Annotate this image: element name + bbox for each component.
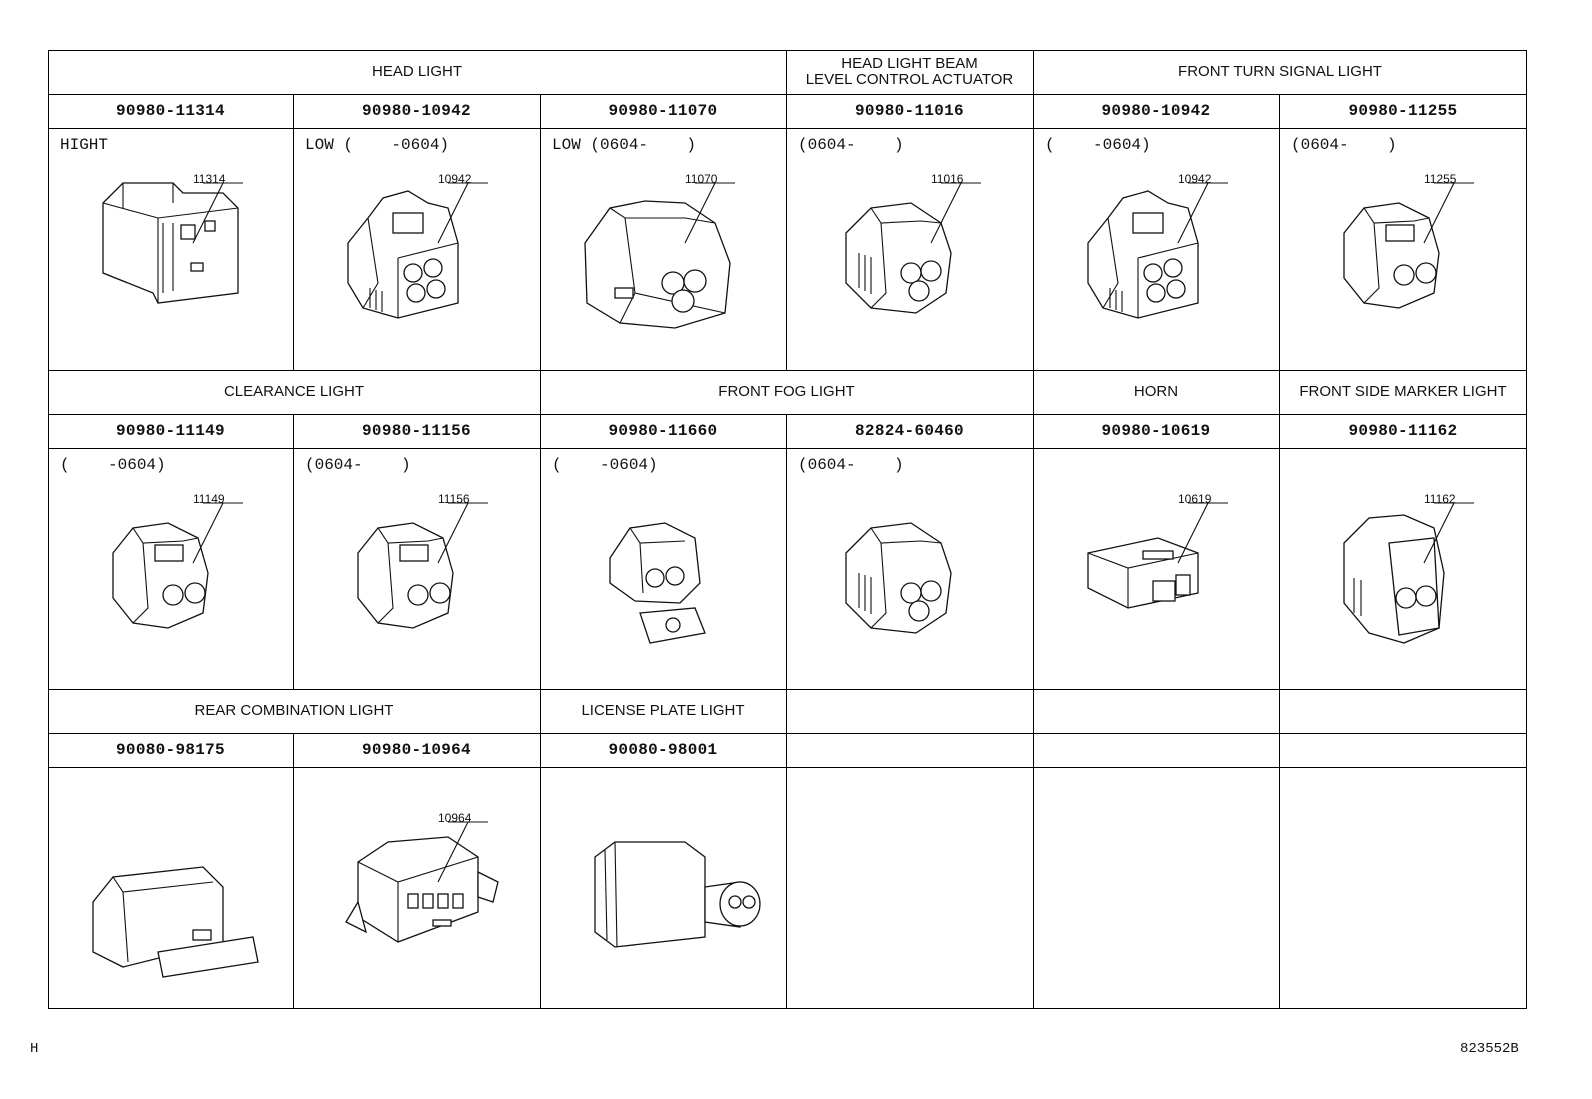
horn-terminal-icon <box>1087 502 1228 609</box>
callout-label: 11016 <box>931 172 964 186</box>
applicability-note: ( -0604) <box>1045 136 1151 154</box>
category-label: HORN <box>1133 383 1179 401</box>
callout-label: 10942 <box>438 172 472 186</box>
callout-label: 11156 <box>438 492 470 506</box>
part-number: 90080-98175 <box>116 741 225 759</box>
column-divider <box>1033 689 1034 1009</box>
category-label: FRONT FOG LIGHT <box>718 383 855 401</box>
flat-multi-pin-icon <box>92 866 259 978</box>
column-divider <box>1279 94 1280 370</box>
illustration-number: 823552B <box>1460 1041 1519 1057</box>
column-divider <box>293 733 294 1009</box>
part-number <box>786 733 1033 767</box>
connector-table <box>48 50 1527 1009</box>
connector-2pin-tall-icon <box>1343 502 1474 644</box>
column-divider <box>1033 50 1034 370</box>
category-label: HEAD LIGHT BEAM LEVEL CONTROL ACTUATOR <box>805 55 1014 88</box>
connector-3pin-icon <box>845 522 952 634</box>
part-number: 90980-11660 <box>608 422 718 440</box>
category-label <box>1279 689 1527 733</box>
category-label: CLEARANCE LIGHT <box>223 383 365 401</box>
column-divider <box>293 414 294 689</box>
category-label: HEAD LIGHT <box>371 63 462 81</box>
category-label: FRONT TURN SIGNAL LIGHT <box>1178 63 1382 81</box>
column-divider <box>1279 370 1280 689</box>
category-divider <box>48 733 1527 734</box>
category-label: REAR COMBINATION LIGHT <box>194 702 394 720</box>
part-number: 90980-11016 <box>855 102 964 120</box>
category-divider <box>48 94 1527 95</box>
column-divider <box>293 94 294 370</box>
part-number: 90080-98001 <box>608 741 718 759</box>
part-number: 90980-10942 <box>1101 102 1211 120</box>
multi-pin-latch-icon <box>345 821 499 943</box>
part-number: 90980-11162 <box>1348 422 1458 440</box>
callout-label: 10619 <box>1178 492 1212 506</box>
column-divider <box>540 370 541 689</box>
connector-2pin-icon <box>1343 182 1474 309</box>
housing-box-icon <box>102 182 243 304</box>
part-number: 82824-60460 <box>855 422 964 440</box>
callout-label: 11255 <box>1424 172 1457 186</box>
part-number: 90980-11070 <box>608 102 718 120</box>
column-divider <box>1033 370 1034 689</box>
connector-3pin-large-icon <box>584 182 735 329</box>
callout-label: 11149 <box>193 492 225 506</box>
part-number-divider <box>48 448 1527 449</box>
connector-2pin-icon <box>112 502 243 629</box>
column-divider <box>786 414 787 689</box>
applicability-note: (0604- ) <box>798 456 904 474</box>
callout-label: 10964 <box>438 811 472 825</box>
column-divider <box>540 94 541 370</box>
category-label <box>786 689 1033 733</box>
part-number-divider <box>48 767 1527 768</box>
part-number: 90980-10964 <box>362 741 471 759</box>
part-number: 90980-10619 <box>1101 422 1211 440</box>
part-number: 90980-11255 <box>1348 102 1458 120</box>
part-number: 90980-11149 <box>116 422 225 440</box>
footer-left-mark: H <box>30 1041 39 1057</box>
connector-2pin-icon <box>357 502 488 629</box>
part-number-divider <box>48 128 1527 129</box>
applicability-note: (0604- ) <box>798 136 904 154</box>
connector-4pin-icon <box>347 182 488 319</box>
category-divider <box>48 414 1527 415</box>
applicability-note: ( -0604) <box>552 456 658 474</box>
applicability-note: (0604- ) <box>305 456 411 474</box>
applicability-note: LOW (0604- ) <box>552 136 697 154</box>
applicability-note: HIGHT <box>60 136 109 154</box>
part-number <box>1033 733 1279 767</box>
part-number: 90980-10942 <box>362 102 471 120</box>
column-divider <box>540 689 541 1009</box>
applicability-note: ( -0604) <box>60 456 166 474</box>
connector-2pin-clip-icon <box>609 522 706 644</box>
callout-label: 10942 <box>1178 172 1212 186</box>
part-number: 90980-11156 <box>362 422 471 440</box>
category-label: FRONT SIDE MARKER LIGHT <box>1299 383 1507 401</box>
category-label <box>1033 689 1279 733</box>
connector-4pin-icon <box>1087 182 1228 319</box>
part-number: 90980-11314 <box>116 102 225 120</box>
row-divider <box>48 689 1527 690</box>
column-divider <box>786 689 787 1009</box>
column-divider <box>786 50 787 370</box>
applicability-note: (0604- ) <box>1291 136 1397 154</box>
sealed-socket-icon <box>594 841 761 948</box>
callout-label: 11162 <box>1424 492 1456 506</box>
row-divider <box>48 370 1527 371</box>
column-divider <box>1279 689 1280 1009</box>
category-label: LICENSE PLATE LIGHT <box>581 702 745 720</box>
connector-3pin-icon <box>845 182 981 314</box>
callout-label: 11070 <box>685 172 718 186</box>
part-number <box>1279 733 1527 767</box>
callout-label: 11314 <box>193 172 226 186</box>
applicability-note: LOW ( -0604) <box>305 136 450 154</box>
